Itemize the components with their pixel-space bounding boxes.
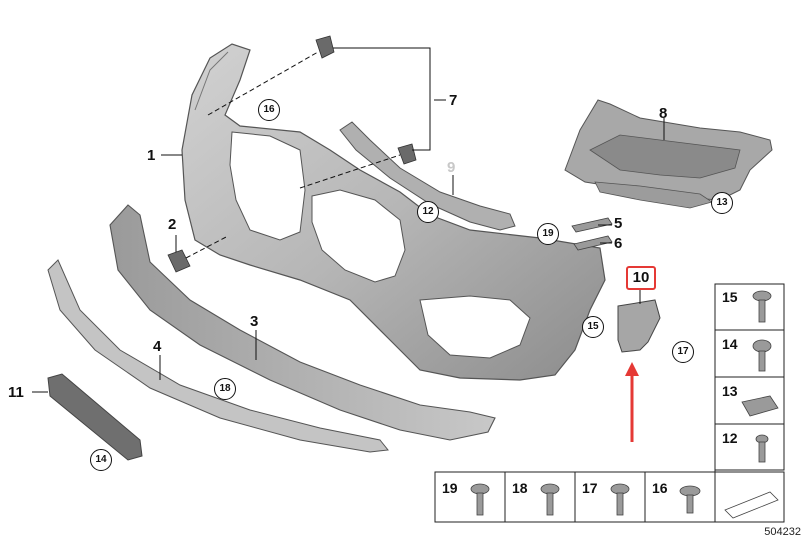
table-label-16: 16 [652,480,668,496]
callout-1: 1 [147,147,156,164]
table-label-14: 14 [722,336,738,352]
callout-9: 9 [447,159,456,176]
callout-19-circle: 19 [537,223,559,245]
part-8-bracket [564,99,773,209]
callout-3: 3 [250,313,259,330]
callout-12-circle: 12 [417,201,439,223]
part-4-trim-strip [47,259,389,453]
callout-8: 8 [659,105,668,122]
part-5-6-strips [571,217,613,251]
callout-13-circle: 13 [711,192,733,214]
fastener-table [434,283,785,523]
callout-10: 10 [632,269,650,286]
leader-lines [32,47,665,393]
callout-7: 7 [449,92,458,109]
callout-16-circle: 16 [258,99,280,121]
callout-17-circle: 17 [672,341,694,363]
table-label-17: 17 [582,480,598,496]
diagram-id: 504232 [764,526,801,538]
callout-4: 4 [153,338,162,355]
fastener-glyphs [470,290,779,519]
table-label-12: 12 [722,430,738,446]
part-7-mounts [315,35,417,165]
part-9-bar [339,121,516,231]
part-3-lower-spoiler [109,204,496,441]
red-pointer-arrow [625,362,639,442]
part-1-bumper-cover [181,43,606,381]
callout-14-circle: 14 [90,449,112,471]
dashed-alignment-lines [185,51,401,259]
table-label-19: 19 [442,480,458,496]
callout-2: 2 [168,216,177,233]
table-label-13: 13 [722,383,738,399]
part-10-bracket [617,299,661,353]
callout-5: 5 [614,215,623,232]
part-11-license-plate-base [47,373,143,461]
callout-6: 6 [614,235,623,252]
callout-10-highlight: 10 [626,266,656,290]
table-label-15: 15 [722,289,738,305]
callout-11: 11 [8,384,24,401]
part-2-bracket [167,249,191,273]
table-label-18: 18 [512,480,528,496]
callout-15-circle: 15 [582,316,604,338]
callout-18-circle: 18 [214,378,236,400]
